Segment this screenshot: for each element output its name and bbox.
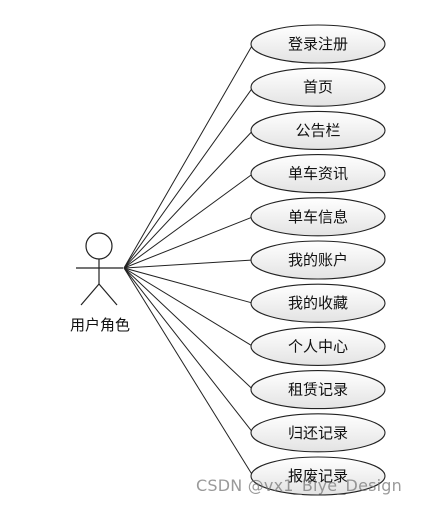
use-case-label: 租赁记录 (288, 381, 348, 399)
actor-head (85, 232, 113, 260)
use-case-label: 首页 (303, 78, 333, 96)
use-case: 租赁记录 (250, 370, 386, 410)
use-case-ellipse (250, 197, 386, 237)
association-line (123, 43, 254, 269)
use-case: 首页 (250, 67, 386, 107)
use-case-ellipse (250, 67, 386, 107)
use-case-label: 单车资讯 (288, 165, 348, 183)
use-case: 我的账户 (250, 240, 386, 280)
association-line (123, 267, 254, 390)
use-case-ellipse (250, 24, 386, 64)
association-line (123, 130, 254, 269)
association-line (123, 267, 254, 477)
use-case-ellipse (250, 326, 386, 366)
use-case: 登录注册 (250, 24, 386, 64)
use-case-label: 我的收藏 (288, 294, 348, 312)
association-line (123, 267, 254, 304)
use-case-ellipse (250, 240, 386, 280)
use-case-ellipse (250, 370, 386, 410)
use-case-label: 我的账户 (288, 251, 348, 269)
use-case: 我的收藏 (250, 283, 386, 323)
actor-label: 用户角色 (70, 316, 130, 334)
association-line (123, 259, 254, 269)
use-case-label: 公告栏 (295, 121, 340, 139)
association-line (123, 216, 254, 269)
use-case: 个人中心 (250, 326, 386, 366)
use-case: 单车信息 (250, 197, 386, 237)
actor-right-leg (98, 283, 118, 306)
use-case: 单车资讯 (250, 154, 386, 194)
association-line (123, 267, 254, 434)
actor: 用户角色 (70, 232, 130, 334)
actor-left-leg (80, 283, 100, 306)
use-case-label: 个人中心 (288, 337, 348, 355)
use-case-ellipse (250, 110, 386, 150)
association-line (123, 267, 254, 347)
use-case: 归还记录 (250, 413, 386, 453)
use-case-label: 单车信息 (288, 208, 348, 226)
use-case: 公告栏 (250, 110, 386, 150)
watermark: CSDN @vx1_Biye_Design (196, 476, 402, 495)
use-case-label: 归还记录 (288, 424, 348, 442)
association-lines (123, 43, 254, 477)
use-case-ellipse (250, 283, 386, 323)
use-case-ellipse (250, 413, 386, 453)
use-case-list: 登录注册首页公告栏单车资讯单车信息我的账户我的收藏个人中心租赁记录归还记录报废记… (250, 24, 386, 496)
use-case-ellipse (250, 154, 386, 194)
use-case-ellipse (250, 456, 386, 496)
association-line (123, 173, 254, 269)
use-case-label: 报废记录 (288, 467, 348, 485)
association-line (123, 86, 254, 269)
use-case: 报废记录 (250, 456, 386, 496)
use-case-label: 登录注册 (288, 35, 348, 53)
